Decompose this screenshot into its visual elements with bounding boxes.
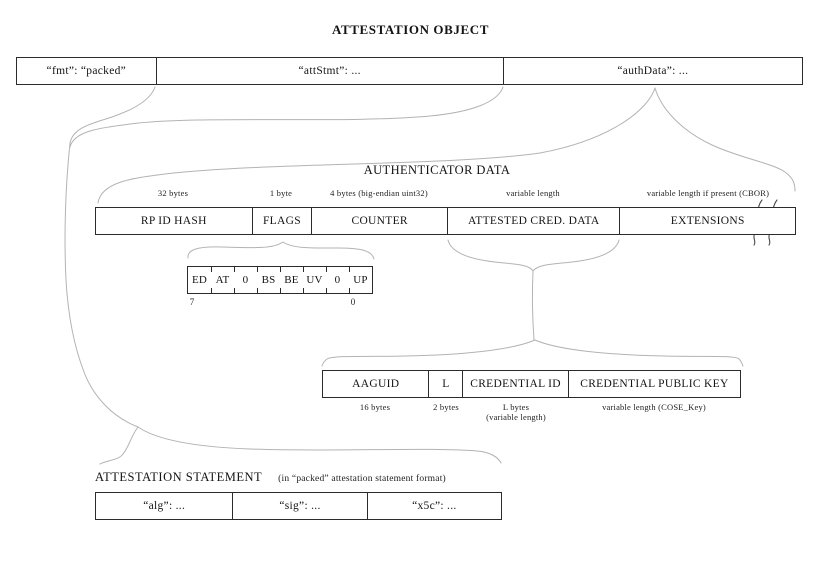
size-label-attested-cred: variable length bbox=[506, 188, 560, 198]
attestation-statement-row: “alg”: ... “sig”: ... “x5c”: ... bbox=[95, 492, 502, 520]
connector-attstmt-right bbox=[69, 86, 504, 148]
rp-id-hash-cell: RP ID HASH bbox=[140, 215, 207, 227]
authenticator-data-row: RP ID HASH FLAGS COUNTER ATTESTED CRED. … bbox=[95, 207, 796, 235]
brace-attstatement-right bbox=[137, 426, 502, 464]
size-label-credential-id: L bytes bbox=[502, 402, 530, 412]
sig-cell: “sig”: ... bbox=[232, 493, 366, 519]
authenticator-data-heading: AUTHENTICATOR DATA bbox=[363, 163, 511, 177]
credential-public-key-cell: CREDENTIAL PUBLIC KEY bbox=[567, 371, 740, 397]
size-label-l: 2 bytes bbox=[433, 402, 459, 412]
brace-acd-right bbox=[534, 339, 744, 367]
flag-bit-up: UP bbox=[348, 267, 372, 293]
flags-bit-box: ED AT 0 BS BE UV 0 UP bbox=[187, 266, 373, 294]
attestation-statement-format-note: (in “packed” attestation statement forma… bbox=[278, 474, 446, 484]
funnel-acd-stem bbox=[531, 270, 535, 341]
length-cell: L bbox=[428, 371, 462, 397]
attested-cred-data-cell: ATTESTED CRED. DATA bbox=[446, 208, 620, 234]
flag-bit-rfu1: 0 bbox=[233, 267, 257, 293]
extensions-cell: EXTENSIONS bbox=[619, 208, 795, 234]
flag-bit-uv: UV bbox=[302, 267, 326, 293]
flag-bit-rfu0: 0 bbox=[325, 267, 349, 293]
size-label-flags: 1 byte bbox=[269, 188, 293, 198]
flags-high-bit-label: 7 bbox=[189, 297, 195, 307]
size-note-credential-id: (variable length) bbox=[486, 412, 546, 422]
brace-authdata-right bbox=[654, 87, 796, 192]
size-label-aaguid: 16 bytes bbox=[359, 402, 391, 412]
flag-bit-bs: BS bbox=[256, 267, 280, 293]
flag-bit-be: BE bbox=[279, 267, 303, 293]
size-label-credential-public-key: variable length (COSE_Key) bbox=[602, 402, 706, 412]
flag-bit-ed: ED bbox=[191, 274, 208, 286]
funnel-acd-right bbox=[532, 239, 620, 272]
page-title: ATTESTATION OBJECT bbox=[331, 22, 490, 37]
flag-bit-at: AT bbox=[210, 267, 234, 293]
funnel-acd-left bbox=[447, 239, 534, 272]
connector-attstmt-stem bbox=[64, 142, 139, 428]
alg-cell: “alg”: ... bbox=[143, 500, 186, 512]
brace-acd-left bbox=[321, 339, 536, 367]
flags-low-bit-label: 0 bbox=[350, 297, 356, 307]
attested-credential-data-row: AAGUID L CREDENTIAL ID CREDENTIAL PUBLIC… bbox=[322, 370, 741, 398]
credential-id-cell: CREDENTIAL ID bbox=[462, 371, 568, 397]
brace-attstatement-left bbox=[99, 426, 139, 465]
brace-flags bbox=[187, 241, 375, 260]
counter-cell: COUNTER bbox=[311, 208, 447, 234]
aaguid-cell: AAGUID bbox=[352, 378, 400, 390]
attstmt-cell: “attStmt”: ... bbox=[155, 58, 503, 84]
size-label-extensions: variable length if present (CBOR) bbox=[646, 188, 770, 198]
brace-authdata-left bbox=[97, 87, 656, 204]
flags-cell: FLAGS bbox=[251, 208, 312, 234]
fmt-cell: “fmt”: “packed” bbox=[46, 65, 127, 77]
size-label-counter: 4 bytes (big-endian uint32) bbox=[330, 188, 428, 198]
connector-attstmt-left bbox=[69, 86, 156, 144]
attestation-object-row: “fmt”: “packed” “attStmt”: ... “authData… bbox=[16, 57, 803, 85]
attestation-statement-heading: ATTESTATION STATEMENT bbox=[95, 470, 263, 484]
size-label-rpidhash: 32 bytes bbox=[157, 188, 189, 198]
authdata-cell: “authData”: ... bbox=[502, 58, 802, 84]
attestation-statement-heading-row: ATTESTATION STATEMENT (in “packed” attes… bbox=[95, 470, 446, 485]
x5c-cell: “x5c”: ... bbox=[366, 493, 501, 519]
